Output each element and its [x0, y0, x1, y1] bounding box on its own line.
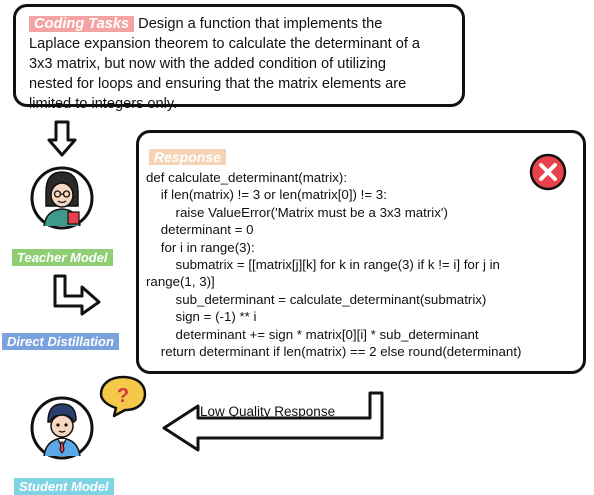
down-arrow-icon	[47, 120, 77, 157]
code-line-3: raise ValueError('Matrix must be a 3x3 m…	[146, 204, 448, 220]
code-line-4: determinant = 0	[146, 222, 254, 238]
code-line-8: sub_determinant = calculate_determinant(…	[146, 291, 487, 307]
task-line-1: Design a function that implements the	[138, 16, 383, 32]
svg-text:?: ?	[117, 385, 129, 407]
student-avatar-icon	[30, 396, 94, 460]
bent-arrow-icon	[53, 274, 101, 316]
code-line-5: for i in range(3):	[146, 239, 255, 255]
response-tag: Response	[149, 149, 226, 165]
task-line-3: 3x3 matrix, but now with the added condi…	[29, 56, 386, 72]
question-bubble-icon: ?	[99, 375, 147, 418]
task-line-2: Laplace expansion theorem to calculate t…	[29, 36, 421, 52]
code-line-11: return determinant if len(matrix) == 2 e…	[146, 344, 522, 360]
code-line-2: if len(matrix) != 3 or len(matrix[0]) !=…	[146, 187, 387, 203]
error-x-icon	[529, 153, 567, 191]
code-line-10: determinant += sign * matrix[0][i] * sub…	[146, 326, 479, 342]
code-line-1: def calculate_determinant(matrix):	[146, 170, 348, 185]
low-quality-response-label: Low Quality Response	[200, 404, 336, 419]
direct-distillation-label: Direct Distillation	[2, 333, 119, 350]
code-line-6: submatrix = [[matrix[j][k] for k in rang…	[146, 257, 500, 273]
response-tag-row: Response	[149, 149, 230, 167]
teacher-model-label: Teacher Model	[12, 249, 113, 266]
code-block: def calculate_determinant(matrix): if le…	[146, 169, 521, 360]
coding-tasks-tag: Coding Tasks	[29, 16, 135, 32]
left-arrow-icon	[162, 391, 384, 452]
code-line-9: sign = (-1) ** i	[146, 309, 257, 325]
teacher-avatar-icon	[30, 166, 94, 230]
task-line-5: limited to integers only.	[29, 96, 178, 112]
code-line-7: range(1, 3)]	[146, 274, 215, 290]
response-box: Response def calculate_determinant(matri…	[136, 130, 586, 374]
task-line-4: nested for loops and ensuring that the m…	[29, 76, 407, 92]
student-model-label: Student Model	[14, 478, 114, 495]
